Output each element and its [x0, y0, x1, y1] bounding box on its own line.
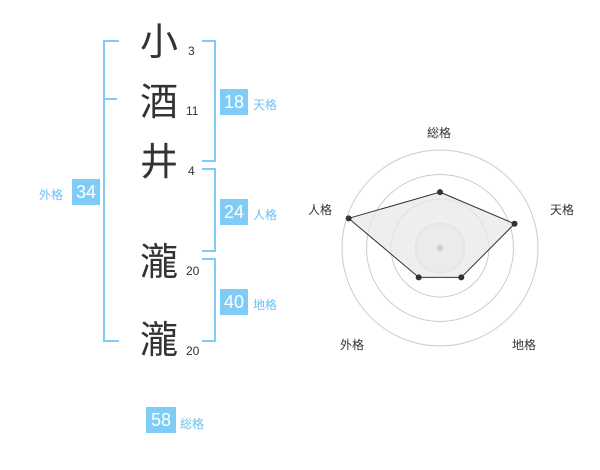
radar-point-4: [345, 215, 352, 222]
stroke-count-3: 4: [188, 164, 195, 178]
stroke-count-1: 3: [188, 44, 195, 58]
chikaku-bracket: [202, 258, 216, 342]
gaikaku-bracket: [103, 40, 119, 342]
radar-point-0: [437, 189, 443, 196]
radar-ring-3: [366, 174, 514, 322]
radar-label-tenkaku: 天格: [550, 203, 575, 217]
name-char-5: 瀧: [140, 318, 179, 362]
radar-point-1: [511, 220, 518, 227]
radar-label-jinkaku: 人格: [308, 203, 333, 217]
chikaku-value: 40: [220, 289, 248, 315]
radar-label-gaikaku: 外格: [340, 338, 365, 352]
tenkaku-label: 天格: [253, 98, 278, 112]
gaikaku-label: 外格: [39, 188, 64, 202]
radar-point-3: [415, 274, 422, 281]
name-char-1: 小: [140, 20, 179, 64]
radar-svg: [341, 149, 539, 347]
gaikaku-value: 34: [72, 179, 100, 205]
name-char-3: 井: [140, 140, 179, 184]
chikaku-label: 地格: [253, 298, 278, 312]
name-char-2: 酒: [140, 80, 179, 124]
jinkaku-value: 24: [220, 199, 248, 225]
radar-ring-4: [341, 149, 539, 347]
stroke-count-4: 20: [186, 264, 200, 278]
stroke-count-2: 11: [186, 104, 199, 118]
soukaku-label: 総格: [180, 417, 205, 431]
jinkaku-bracket: [202, 168, 216, 252]
stroke-count-5: 20: [186, 344, 200, 358]
soukaku-value: 58: [146, 407, 176, 433]
jinkaku-label: 人格: [253, 208, 278, 222]
tenkaku-value: 18: [220, 89, 248, 115]
radar-center-dot: [437, 245, 443, 251]
radar-point-2: [458, 274, 465, 281]
name-char-4: 瀧: [140, 240, 179, 284]
radar-label-chikaku: 地格: [512, 338, 537, 352]
gaikaku-bracket-tick: [103, 98, 117, 100]
radar-polygon: [347, 191, 516, 278]
tenkaku-bracket: [202, 40, 216, 162]
radar-label-soukaku: 総格: [427, 126, 452, 140]
radar-chart: 総格 天格 地格 外格 人格: [300, 110, 580, 370]
